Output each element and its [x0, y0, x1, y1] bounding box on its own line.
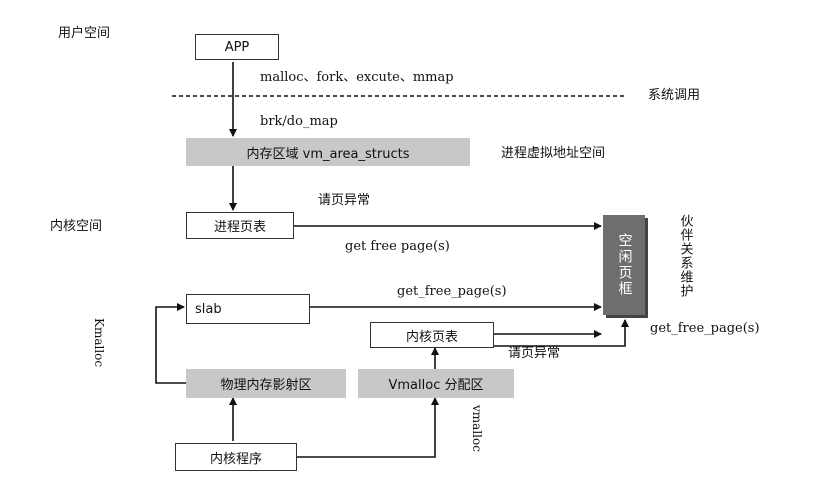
get-free-pages-label-1: get free page(s)	[345, 239, 450, 254]
process-page-table-box: 进程页表	[186, 212, 294, 239]
kernel-program-box: 内核程序	[175, 443, 297, 471]
kernel-space-label: 内核空间	[50, 219, 103, 234]
phys-mem-map-box: 物理内存影射区	[186, 369, 346, 398]
syscall-label: 系统调用	[648, 88, 701, 103]
arrow-physmap-to-slab	[155, 303, 186, 384]
app-box: APP	[195, 34, 279, 60]
kernel-page-table-box: 内核页表	[370, 322, 494, 348]
slab-box: slab	[186, 294, 310, 324]
free-page-frame-box: 空闲页框	[603, 215, 645, 315]
arrow-pagefault-to-freeframe	[494, 319, 629, 347]
free-page-frame-label: 空闲页框	[616, 233, 633, 297]
page-fault-label-2: 请页异常	[508, 346, 561, 361]
get-free-pages-label-2: get_free_page(s)	[397, 284, 507, 299]
process-vaddr-label: 进程虚拟地址空间	[501, 146, 606, 161]
syscalls-list-label: malloc、fork、excute、mmap	[260, 70, 454, 85]
buddy-system-label: 伙伴关系维护	[677, 214, 693, 298]
brk-label: brk/do_map	[260, 114, 338, 129]
vmalloc-area-box: Vmalloc 分配区	[358, 369, 514, 398]
arrow-kprog-to-vmalloc	[297, 397, 439, 458]
user-space-label: 用户空间	[58, 26, 111, 41]
vmalloc-label: vmalloc	[470, 405, 484, 452]
vm-area-box: 内存区域 vm_area_structs	[186, 138, 470, 166]
kmalloc-label: Kmalloc	[92, 318, 106, 368]
page-fault-label-1: 请页异常	[318, 193, 371, 208]
get-free-pages-label-3: get_free_page(s)	[650, 321, 760, 336]
